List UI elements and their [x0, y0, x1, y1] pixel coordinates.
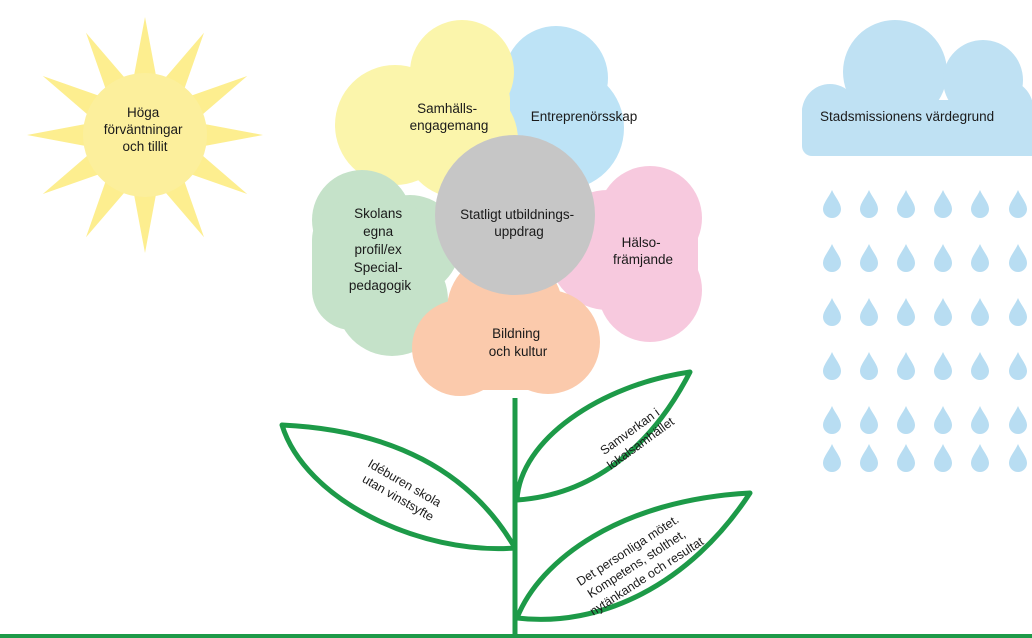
raindrop: [897, 244, 915, 272]
raindrop: [860, 444, 878, 472]
petal-label-line: Entreprenörsskap: [531, 109, 638, 124]
petal-label: Entreprenörsskap: [531, 109, 638, 124]
raindrop: [823, 244, 841, 272]
petal-label-line: främjande: [613, 252, 673, 267]
sun-label-line: Höga: [127, 105, 160, 120]
sun-ray: [163, 32, 204, 92]
petal-label: Bildning och kultur: [489, 326, 548, 359]
raindrop: [860, 190, 878, 218]
raindrop: [971, 406, 989, 434]
sun: Höga förväntningar och tillit: [27, 17, 263, 253]
flower-center: [435, 135, 595, 295]
raindrop: [934, 444, 952, 472]
petal-samhallsengagemang: [335, 20, 518, 198]
raindrop: [1009, 406, 1027, 434]
raindrop: [823, 406, 841, 434]
petal-label-line: pedagogik: [349, 278, 412, 293]
raindrop: [971, 444, 989, 472]
petal-label: Samhälls- engagemang: [410, 101, 489, 133]
raindrop: [934, 352, 952, 380]
raindrop: [860, 298, 878, 326]
sun-disc: [83, 73, 207, 197]
sun-ray: [163, 178, 204, 238]
raindrop: [897, 298, 915, 326]
raindrop: [823, 298, 841, 326]
petal-halsoframjande: [548, 166, 702, 342]
ground-line: [0, 634, 1032, 638]
leaf-left: [279, 422, 518, 552]
sun-ray: [201, 123, 263, 147]
petal-label-line: engagemang: [410, 118, 489, 133]
sun-ray: [133, 17, 157, 79]
raindrop: [897, 444, 915, 472]
sun-ray: [42, 153, 102, 194]
cloud: Stadsmissionens värdegrund: [802, 20, 1032, 156]
rain-drops: [823, 190, 1027, 472]
center-label: Statligt utbildnings- uppdrag: [460, 207, 578, 239]
raindrop: [1009, 444, 1027, 472]
raindrop: [971, 244, 989, 272]
raindrop: [897, 406, 915, 434]
raindrop: [971, 298, 989, 326]
raindrop: [860, 244, 878, 272]
petal-label-line: Skolans: [354, 206, 402, 221]
petal-label-line: egna: [363, 224, 394, 239]
raindrop: [1009, 190, 1027, 218]
leaf-upper-right: [514, 369, 693, 503]
petal-label: Skolans egna profil/ex Special- pedagogi…: [349, 206, 412, 293]
petal-label-line: Hälso-: [622, 235, 661, 250]
sun-ray: [133, 191, 157, 253]
cloud-shape: [802, 20, 1032, 156]
center-label-line: Statligt utbildnings-: [460, 207, 574, 222]
petal-label-line: profil/ex: [354, 242, 402, 257]
petal-label-line: Special-: [354, 260, 403, 275]
stem-and-leaves: [279, 369, 753, 638]
raindrop: [971, 352, 989, 380]
sun-rays: [27, 17, 263, 253]
sun-ray: [42, 76, 102, 117]
raindrop: [934, 406, 952, 434]
sun-ray: [86, 32, 127, 92]
petal-label: Hälso- främjande: [613, 235, 673, 267]
flower: Samhälls- engagemang Entreprenörsskap Hä…: [312, 20, 702, 396]
sun-label: Höga förväntningar och tillit: [104, 105, 187, 154]
petal-skolans-profil: [312, 170, 460, 356]
sun-ray: [86, 178, 127, 238]
sun-label-line: och tillit: [122, 139, 167, 154]
raindrop: [934, 190, 952, 218]
raindrop: [823, 444, 841, 472]
sun-ray: [27, 123, 89, 147]
raindrop: [1009, 352, 1027, 380]
raindrop: [823, 352, 841, 380]
sun-ray: [188, 76, 248, 117]
raindrop: [1009, 298, 1027, 326]
cloud-label: Stadsmissionens värdegrund: [820, 109, 994, 124]
raindrop: [860, 406, 878, 434]
raindrop: [823, 190, 841, 218]
sun-ray: [188, 153, 248, 194]
center-label-line: uppdrag: [494, 224, 544, 239]
raindrop: [897, 190, 915, 218]
sun-label-line: förväntningar: [104, 122, 183, 137]
raindrop: [1009, 244, 1027, 272]
petal-label-line: och kultur: [489, 344, 548, 359]
raindrop: [860, 352, 878, 380]
leaf-lower-right: [514, 490, 753, 622]
petal-label-line: Samhälls-: [417, 101, 477, 116]
raindrop: [971, 190, 989, 218]
raindrop: [934, 244, 952, 272]
raindrop: [934, 298, 952, 326]
raindrop: [897, 352, 915, 380]
petal-label-line: Bildning: [492, 326, 540, 341]
